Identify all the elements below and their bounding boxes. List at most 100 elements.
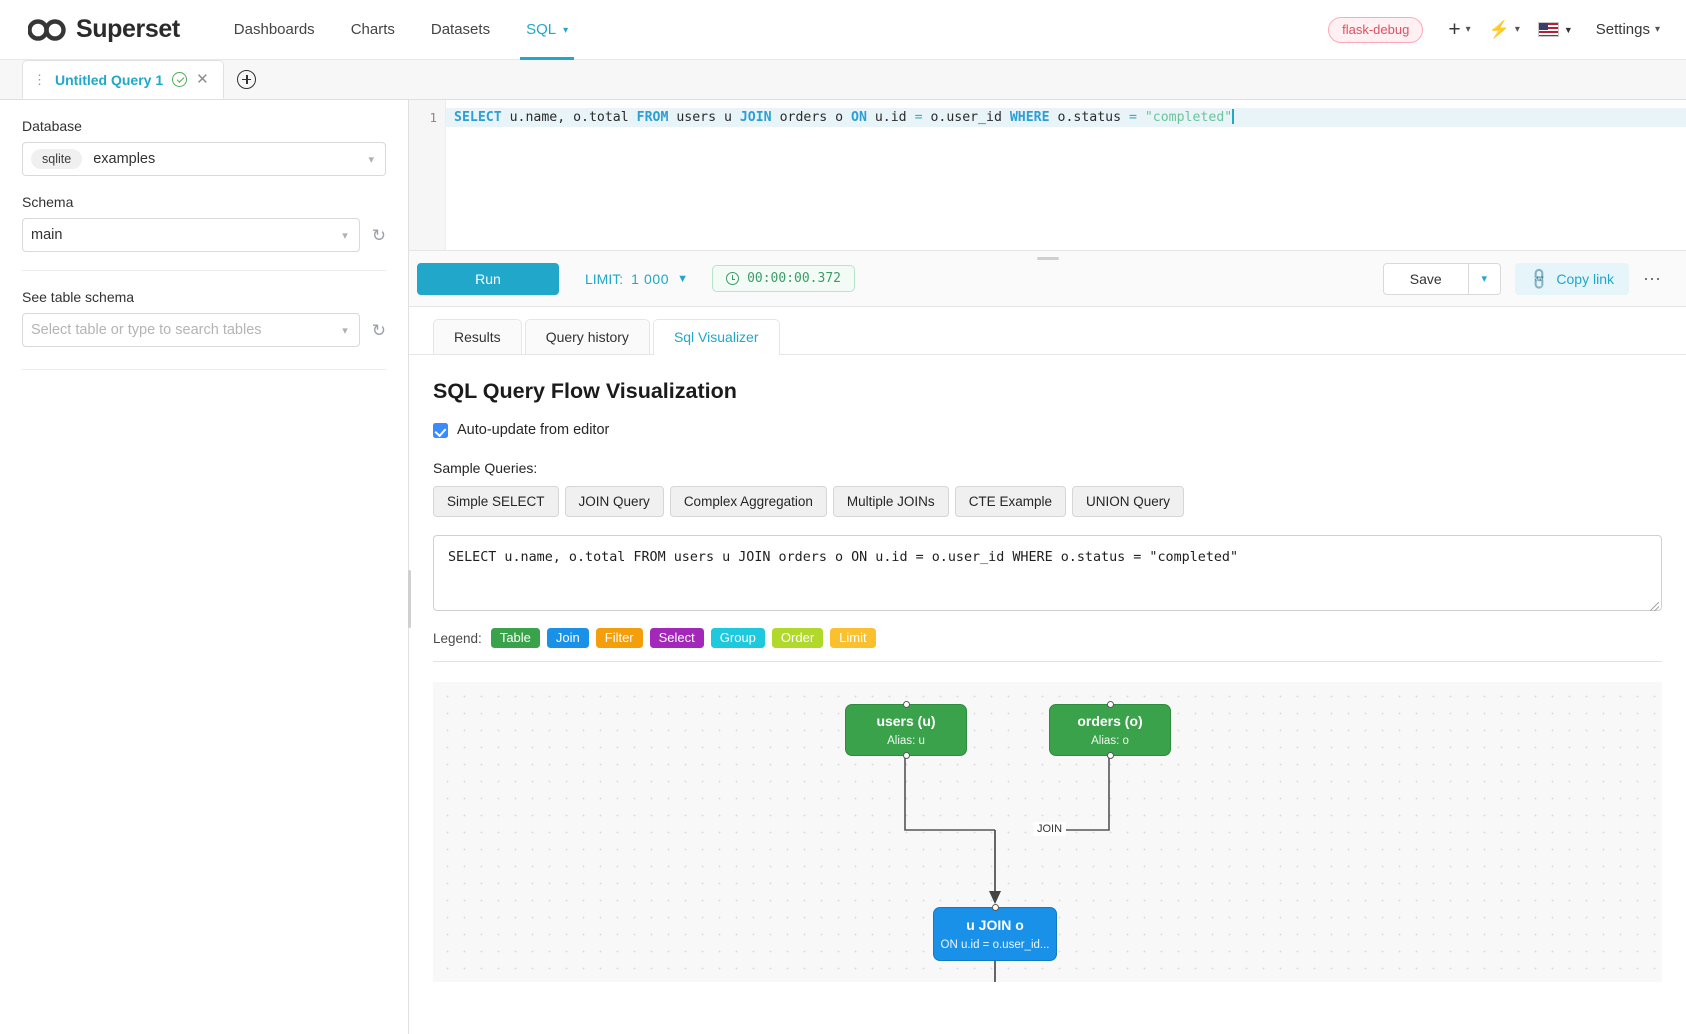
- workspace: Database sqlite examples ▾ Schema main ▾…: [0, 100, 1686, 1034]
- editor-code-area[interactable]: SELECT u.name, o.total FROM users u JOIN…: [446, 100, 1686, 250]
- more-options-icon[interactable]: ⋯: [1643, 268, 1662, 289]
- result-tabs: Results Query history Sql Visualizer: [409, 307, 1686, 355]
- sample-query-button-cte-example[interactable]: CTE Example: [954, 486, 1066, 517]
- timer-value: 00:00:00.372: [747, 271, 841, 286]
- schema-label: Schema: [22, 194, 74, 210]
- node-orders-title: orders (o): [1077, 712, 1143, 729]
- code-token: SELECT: [454, 110, 502, 125]
- code-token: "completed": [1136, 110, 1233, 125]
- code-token: FROM: [636, 110, 669, 125]
- brand-name: Superset: [76, 15, 180, 43]
- nav-datasets-label: Datasets: [430, 21, 491, 38]
- tab-results[interactable]: Results: [433, 319, 522, 354]
- copy-link-button[interactable]: 🔗 Copy link: [1514, 262, 1629, 295]
- flask-debug-badge: flask-debug: [1328, 16, 1424, 43]
- save-dropdown-button[interactable]: ▾: [1468, 262, 1501, 295]
- table-select[interactable]: Select table or type to search tables ▾: [22, 313, 360, 347]
- sample-query-button-simple-select[interactable]: Simple SELECT: [433, 486, 559, 517]
- query-flow-canvas[interactable]: users (u) Alias: u orders (o) Alias: o J…: [433, 682, 1662, 982]
- legend-chip-select: Select: [649, 628, 704, 648]
- code-token: orders o: [771, 110, 852, 125]
- code-token: ON: [851, 110, 867, 125]
- sidebar-divider: [22, 270, 386, 271]
- sample-query-button-multiple-joins[interactable]: Multiple JOINs: [832, 486, 949, 517]
- limit-prefix: LIMIT:: [585, 270, 624, 287]
- auto-update-row: Auto-update from editor: [433, 422, 1662, 438]
- chevron-down-icon: ▾: [1481, 273, 1487, 285]
- line-number: 1: [429, 110, 437, 125]
- sidebar-resize-handle[interactable]: [408, 570, 411, 628]
- page-title: SQL Query Flow Visualization: [433, 379, 737, 403]
- nav-dashboards-label: Dashboards: [233, 21, 315, 38]
- limit-value: 1 000: [631, 270, 670, 287]
- code-token: o.user_id: [922, 110, 1010, 125]
- run-button[interactable]: Run: [417, 262, 559, 295]
- refresh-tables-icon[interactable]: ↻: [371, 320, 386, 340]
- nav-sql-label: SQL: [526, 21, 557, 38]
- database-select[interactable]: sqlite examples ▾: [22, 142, 386, 176]
- legend-chip-filter: Filter: [595, 628, 643, 648]
- database-label: Database: [22, 118, 82, 134]
- tab-sql-visualizer[interactable]: Sql Visualizer: [652, 319, 780, 355]
- code-token: u.id: [866, 110, 915, 125]
- nav-charts[interactable]: Charts: [333, 0, 413, 60]
- refresh-schema-icon[interactable]: ↻: [371, 225, 386, 245]
- editor-resize-handle[interactable]: [1036, 257, 1059, 260]
- nav-datasets[interactable]: Datasets: [413, 0, 508, 60]
- save-button-group: Save ▾: [1382, 262, 1501, 295]
- limit-dropdown[interactable]: LIMIT: 1 000 ▼: [585, 271, 688, 287]
- add-query-tab-button[interactable]: [224, 60, 270, 99]
- sidebar-divider-bottom: [22, 369, 386, 370]
- query-tab-untitled-query-1[interactable]: ⋮ Untitled Query 1 ✕: [22, 60, 224, 99]
- legend-chip-group: Group: [710, 628, 765, 648]
- tab-sql-visualizer-label: Sql Visualizer: [673, 329, 759, 345]
- close-icon[interactable]: ✕: [196, 70, 209, 88]
- node-orders[interactable]: orders (o) Alias: o: [1049, 701, 1171, 759]
- drag-handle-icon[interactable]: ⋮: [33, 71, 46, 87]
- new-item-button[interactable]: + ▾: [1441, 16, 1477, 44]
- sample-queries-label: Sample Queries:: [433, 460, 538, 476]
- sql-input[interactable]: [433, 535, 1662, 611]
- tab-query-history[interactable]: Query history: [524, 319, 650, 354]
- node-port-top: [902, 701, 910, 708]
- code-token: o.status: [1049, 110, 1129, 125]
- alerts-reports-button[interactable]: ⚡ ▾: [1482, 16, 1527, 44]
- nav-sql[interactable]: SQL ▾: [508, 0, 586, 60]
- top-navbar: Superset Dashboards Charts Datasets SQL …: [0, 0, 1686, 60]
- chevron-down-icon: ▾: [342, 229, 348, 242]
- node-port-bottom: [902, 752, 910, 759]
- code-token: u.name, o.total: [501, 110, 637, 125]
- nav-charts-label: Charts: [350, 21, 395, 38]
- node-port-top: [991, 904, 999, 911]
- status-success-icon: [172, 72, 188, 87]
- auto-update-checkbox[interactable]: [433, 422, 448, 438]
- flag-us-icon: [1537, 22, 1559, 37]
- sql-editor[interactable]: 1 SELECT u.name, o.total FROM users u JO…: [409, 100, 1686, 260]
- superset-logo[interactable]: Superset: [28, 15, 180, 44]
- link-icon: 🔗: [1526, 266, 1553, 292]
- node-users-subtitle: Alias: u: [887, 735, 925, 748]
- save-button[interactable]: Save: [1382, 262, 1469, 295]
- legend-chip-join: Join: [546, 628, 589, 648]
- query-tab-label: Untitled Query 1: [55, 71, 164, 88]
- sample-query-button-join-query[interactable]: JOIN Query: [564, 486, 664, 517]
- nav-dashboards[interactable]: Dashboards: [216, 0, 333, 60]
- settings-label: Settings: [1595, 21, 1650, 38]
- code-token: WHERE: [1009, 110, 1050, 125]
- editor-line-1: SELECT u.name, o.total FROM users u JOIN…: [446, 108, 1686, 127]
- left-sidebar: Database sqlite examples ▾ Schema main ▾…: [0, 100, 411, 1034]
- chevron-down-icon: ▾: [563, 25, 569, 36]
- schema-select[interactable]: main ▾: [22, 218, 360, 252]
- sample-query-button-complex-aggregation[interactable]: Complex Aggregation: [669, 486, 827, 517]
- language-selector[interactable]: ▼: [1531, 16, 1580, 43]
- node-join[interactable]: u JOIN o ON u.id = o.user_id...: [933, 904, 1057, 961]
- node-users[interactable]: users (u) Alias: u: [845, 701, 967, 759]
- sql-input-wrapper: [433, 535, 1662, 614]
- query-timer: 00:00:00.372: [712, 265, 855, 292]
- settings-menu[interactable]: Settings ▾: [1584, 15, 1664, 44]
- schema-value: main: [31, 227, 63, 243]
- sample-query-button-union-query[interactable]: UNION Query: [1071, 486, 1184, 517]
- tab-results-label: Results: [454, 329, 501, 345]
- caret-down-icon: ▼: [677, 272, 689, 285]
